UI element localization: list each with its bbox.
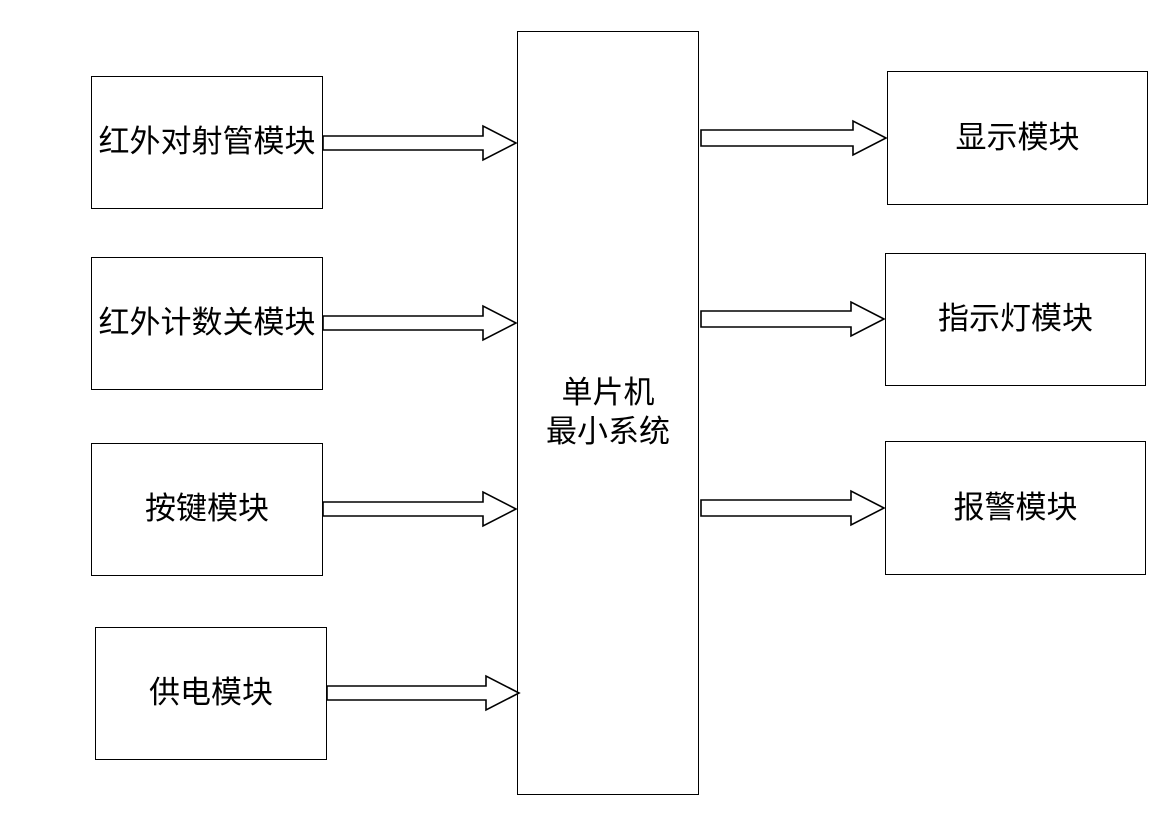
alarm-module-label: 报警模块 (953, 489, 1078, 526)
ir-beam-module-label: 红外对射管模块 (98, 124, 316, 161)
display-module-label: 显示模块 (955, 119, 1080, 156)
power-module-box: 供电模块 (95, 627, 327, 760)
mcu-label-line1: 单片机 (561, 375, 655, 412)
ir-counter-module-box: 红外计数关模块 (91, 257, 323, 390)
ir-beam-module-box: 红外对射管模块 (91, 76, 323, 209)
arrow-ir-counter-to-mcu (322, 304, 518, 342)
key-module-box: 按键模块 (91, 443, 323, 576)
arrow-mcu-to-alarm (700, 489, 886, 527)
mcu-label-line2: 最小系统 (546, 414, 670, 450)
arrow-key-to-mcu (322, 490, 518, 528)
display-module-box: 显示模块 (887, 71, 1148, 205)
ir-counter-module-label: 红外计数关模块 (98, 305, 316, 342)
mcu-minimum-system-box: 单片机 最小系统 (517, 31, 699, 795)
indicator-module-box: 指示灯模块 (885, 253, 1146, 386)
arrow-mcu-to-display (700, 119, 888, 157)
alarm-module-box: 报警模块 (885, 441, 1146, 575)
arrow-ir-beam-to-mcu (322, 124, 518, 162)
power-module-label: 供电模块 (149, 675, 273, 712)
key-module-label: 按键模块 (145, 491, 269, 528)
indicator-module-label: 指示灯模块 (938, 301, 1093, 338)
arrow-power-to-mcu (326, 674, 521, 712)
arrow-mcu-to-indicator (700, 300, 886, 338)
